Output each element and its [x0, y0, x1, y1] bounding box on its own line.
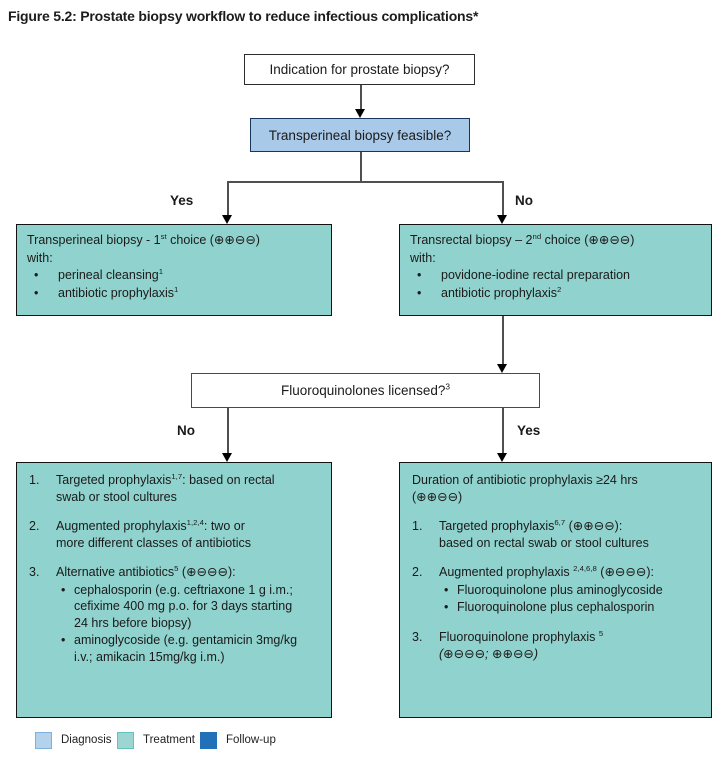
bullet-icon: • — [444, 582, 449, 597]
diagnosis-swatch-icon — [35, 731, 52, 749]
branch-label-no: No — [515, 193, 533, 208]
item-number: 2. — [29, 519, 40, 533]
connector-feasible-branch — [360, 152, 362, 182]
node-fluoroquinolones-licensed: Fluoroquinolones licensed?3 — [191, 373, 540, 408]
node-indication: Indication for prostate biopsy? — [244, 54, 475, 85]
item-number: 1. — [29, 473, 40, 487]
bullet-text: perineal cleansing1 — [58, 266, 164, 282]
arrowhead-icon — [497, 453, 507, 462]
connector-fluoro-yes — [502, 408, 504, 453]
sub-bullet-text: Fluoroquinolone plus aminoglycoside — [457, 582, 663, 597]
item-number: 3. — [29, 565, 40, 579]
arrowhead-icon — [355, 109, 365, 118]
item-number: 2. — [412, 565, 423, 579]
with-label: with: — [27, 250, 53, 265]
node-label: Fluoroquinolones licensed?3 — [280, 381, 451, 398]
item-number: 1. — [412, 519, 423, 533]
legend-item-treatment: Treatment — [117, 730, 195, 750]
node-no-fluoroquinolone-options: 1. Targeted prophylaxis1,7: based on rec… — [16, 462, 332, 718]
item-text: Targeted prophylaxis6,7 (⊕⊕⊖⊖):based on … — [439, 517, 649, 550]
node-transrectal-biopsy: Transrectal biopsy – 2nd choice (⊕⊕⊖⊖) w… — [399, 224, 712, 316]
connector-branch-no — [502, 181, 504, 216]
list-item: 3. Fluoroquinolone prophylaxis 5 (⊕⊖⊖⊖; … — [412, 629, 703, 663]
node-transperineal-feasible: Transperineal biopsy feasible? — [250, 118, 470, 152]
connector-transrectal-fluoro — [502, 316, 504, 364]
with-label: with: — [410, 250, 436, 265]
bullet-icon: • — [61, 633, 66, 647]
list-item: 2. Augmented prophylaxis 2,4,6,8 (⊕⊖⊖⊖):… — [412, 564, 703, 616]
arrowhead-icon — [222, 453, 232, 462]
grade-rating-italic: (⊕⊖⊖⊖; ⊕⊕⊖⊖) — [439, 647, 539, 661]
item-number: 3. — [412, 629, 423, 644]
legend-item-diagnosis: Diagnosis — [35, 730, 112, 750]
branch-label-no-bottom: No — [177, 423, 195, 438]
item-lead: Fluoroquinolone prophylaxis 5 — [439, 628, 604, 644]
bullet-text: antibiotic prophylaxis2 — [441, 284, 562, 300]
item-text: Alternative antibiotics5 (⊕⊖⊖⊖): • cepha… — [56, 564, 323, 665]
node-yes-fluoroquinolone-options: Duration of antibiotic prophylaxis ≥24 h… — [399, 462, 712, 718]
followup-swatch-icon — [200, 731, 217, 749]
node-title: Transperineal biopsy - 1st choice (⊕⊕⊖⊖) — [27, 231, 260, 247]
arrowhead-icon — [497, 364, 507, 373]
treatment-swatch-icon — [117, 731, 134, 749]
legend-item-followup: Follow-up — [200, 730, 276, 750]
bullet-icon: • — [444, 600, 449, 614]
arrowhead-icon — [222, 215, 232, 224]
list-item: 1. Targeted prophylaxis6,7 (⊕⊕⊖⊖):based … — [412, 518, 703, 551]
branch-label-yes: Yes — [170, 193, 194, 208]
item-text: Fluoroquinolone prophylaxis 5 (⊕⊖⊖⊖; ⊕⊕⊖… — [439, 629, 703, 663]
arrowhead-icon — [497, 215, 507, 224]
branch-label-yes-bottom: Yes — [517, 423, 541, 438]
legend-label: Treatment — [143, 734, 195, 746]
list-item: 3. Alternative antibiotics5 (⊕⊖⊖⊖): • ce… — [29, 564, 323, 665]
bullet-icon: • — [34, 285, 39, 300]
node-title: Transrectal biopsy – 2nd choice (⊕⊕⊖⊖) — [410, 231, 635, 247]
item-text: Augmented prophylaxis 2,4,6,8 (⊕⊖⊖⊖): • … — [439, 564, 703, 616]
figure-title: Figure 5.2: Prostate biopsy workflow to … — [8, 8, 479, 24]
bullet-text: antibiotic prophylaxis1 — [58, 284, 179, 300]
connector-indication-feasible — [360, 85, 362, 110]
node-transperineal-biopsy: Transperineal biopsy - 1st choice (⊕⊕⊖⊖)… — [16, 224, 332, 316]
connector-fluoro-no — [227, 408, 229, 453]
connector-branch-horizontal — [227, 181, 504, 183]
item-lead: Alternative antibiotics5 (⊕⊖⊖⊖): — [56, 563, 236, 579]
bullet-icon: • — [61, 582, 66, 597]
legend-label: Diagnosis — [61, 734, 112, 746]
item-lead: Augmented prophylaxis 2,4,6,8 (⊕⊖⊖⊖): — [439, 563, 654, 579]
bullet-icon: • — [417, 268, 422, 282]
sub-bullet-text: cephalosporin (e.g. ceftriaxone 1 g i.m.… — [74, 582, 293, 630]
bullet-text: povidone-iodine rectal preparation — [441, 268, 631, 282]
legend-label: Follow-up — [226, 734, 276, 746]
list-item: 1. Targeted prophylaxis1,7: based on rec… — [29, 472, 323, 505]
sub-bullet-text: Fluoroquinolone plus cephalosporin — [457, 600, 655, 614]
connector-branch-yes — [227, 181, 229, 216]
box-header: Duration of antibiotic prophylaxis ≥24 h… — [412, 473, 638, 504]
item-text: Targeted prophylaxis1,7: based on rectal… — [56, 471, 275, 504]
bullet-icon: • — [34, 268, 39, 282]
bullet-icon: • — [417, 285, 422, 300]
